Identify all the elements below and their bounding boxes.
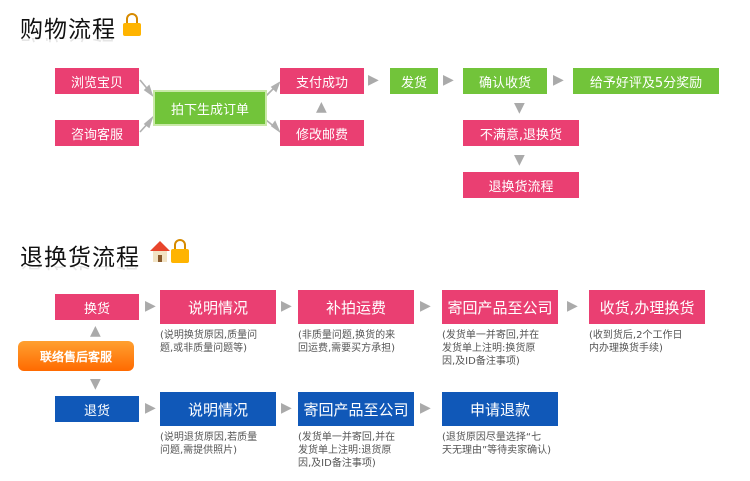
return-flow-title: 退换货流程 bbox=[20, 245, 140, 271]
arrow-right-icon: ▶ bbox=[443, 72, 454, 88]
arrow-down-icon: ▼ bbox=[514, 152, 525, 168]
unhappy-return-step: 不满意,退换货 bbox=[463, 120, 579, 146]
arrow-right-icon: ▶ bbox=[553, 72, 564, 88]
refund-explain-note: (说明退货原因,若质量 问题,需提供照片) bbox=[160, 432, 258, 456]
browse-step: 浏览宝贝 bbox=[55, 68, 139, 94]
refund-send-back-note: (发货单一并寄回,并在 发货单上注明:退货原 因,及ID备注事项) bbox=[298, 432, 396, 469]
exchange-explain-step: 说明情况 bbox=[160, 290, 276, 324]
arrow-right-icon: ▶ bbox=[281, 400, 292, 416]
consult-step: 咨询客服 bbox=[55, 120, 139, 146]
receive-exchange-step: 收货,办理换货 bbox=[589, 290, 705, 324]
edit-postage-step: 修改邮费 bbox=[280, 120, 364, 146]
arrow-right-icon: ▶ bbox=[145, 400, 156, 416]
exchange-explain-note: (说明换货原因,质量问 题,或非质量问题等) bbox=[160, 330, 258, 354]
house-bag-icon bbox=[150, 239, 189, 263]
arrow-right-icon: ▶ bbox=[281, 298, 292, 314]
contact-service-button: 联络售后客服 bbox=[18, 341, 134, 371]
refund-explain-step: 说明情况 bbox=[160, 392, 276, 426]
shopping-flow-title-reflection: 购物流程 bbox=[20, 38, 116, 50]
return-flow-step: 退换货流程 bbox=[463, 172, 579, 198]
paid-step: 支付成功 bbox=[280, 68, 364, 94]
arrow-right-icon: ▶ bbox=[145, 298, 156, 314]
arrow-up-icon: ▲ bbox=[316, 99, 327, 115]
arrow-up-icon: ▲ bbox=[90, 323, 101, 339]
arrow-down-icon: ▼ bbox=[514, 100, 525, 116]
return-flow-title-reflection: 退换货流程 bbox=[20, 266, 140, 278]
confirm-receipt-step: 确认收货 bbox=[463, 68, 547, 94]
ship-step: 发货 bbox=[390, 68, 438, 94]
refund-start-step: 退货 bbox=[55, 396, 139, 422]
exchange-send-back-step: 寄回产品至公司 bbox=[442, 290, 558, 324]
pay-shipping-step: 补拍运费 bbox=[298, 290, 414, 324]
arrow-right-icon: ▶ bbox=[567, 298, 578, 314]
lock-bag-icon bbox=[123, 13, 141, 36]
arrow-right-icon: ▶ bbox=[420, 400, 431, 416]
arrow-down-icon: ▼ bbox=[90, 376, 101, 392]
apply-refund-note: (退货原因尽量选择“七 天无理由”等待卖家确认) bbox=[442, 432, 552, 456]
review-reward-step: 给予好评及5分奖励 bbox=[573, 68, 719, 94]
order-step: 拍下生成订单 bbox=[153, 90, 267, 126]
shopping-flow-title: 购物流程 bbox=[20, 17, 116, 43]
apply-refund-step: 申请退款 bbox=[442, 392, 558, 426]
pay-shipping-note: (非质量问题,换货的来 回运费,需要买方承担) bbox=[298, 330, 396, 354]
refund-send-back-step: 寄回产品至公司 bbox=[298, 392, 414, 426]
exchange-send-back-note: (发货单一并寄回,并在 发货单上注明:换货原 因,及ID备注事项) bbox=[442, 330, 540, 367]
arrow-right-icon: ▶ bbox=[420, 298, 431, 314]
arrow-right-icon: ▶ bbox=[368, 72, 379, 88]
exchange-start-step: 换货 bbox=[55, 294, 139, 320]
receive-exchange-note: (收到货后,2个工作日 内办理换货手续) bbox=[589, 330, 683, 354]
